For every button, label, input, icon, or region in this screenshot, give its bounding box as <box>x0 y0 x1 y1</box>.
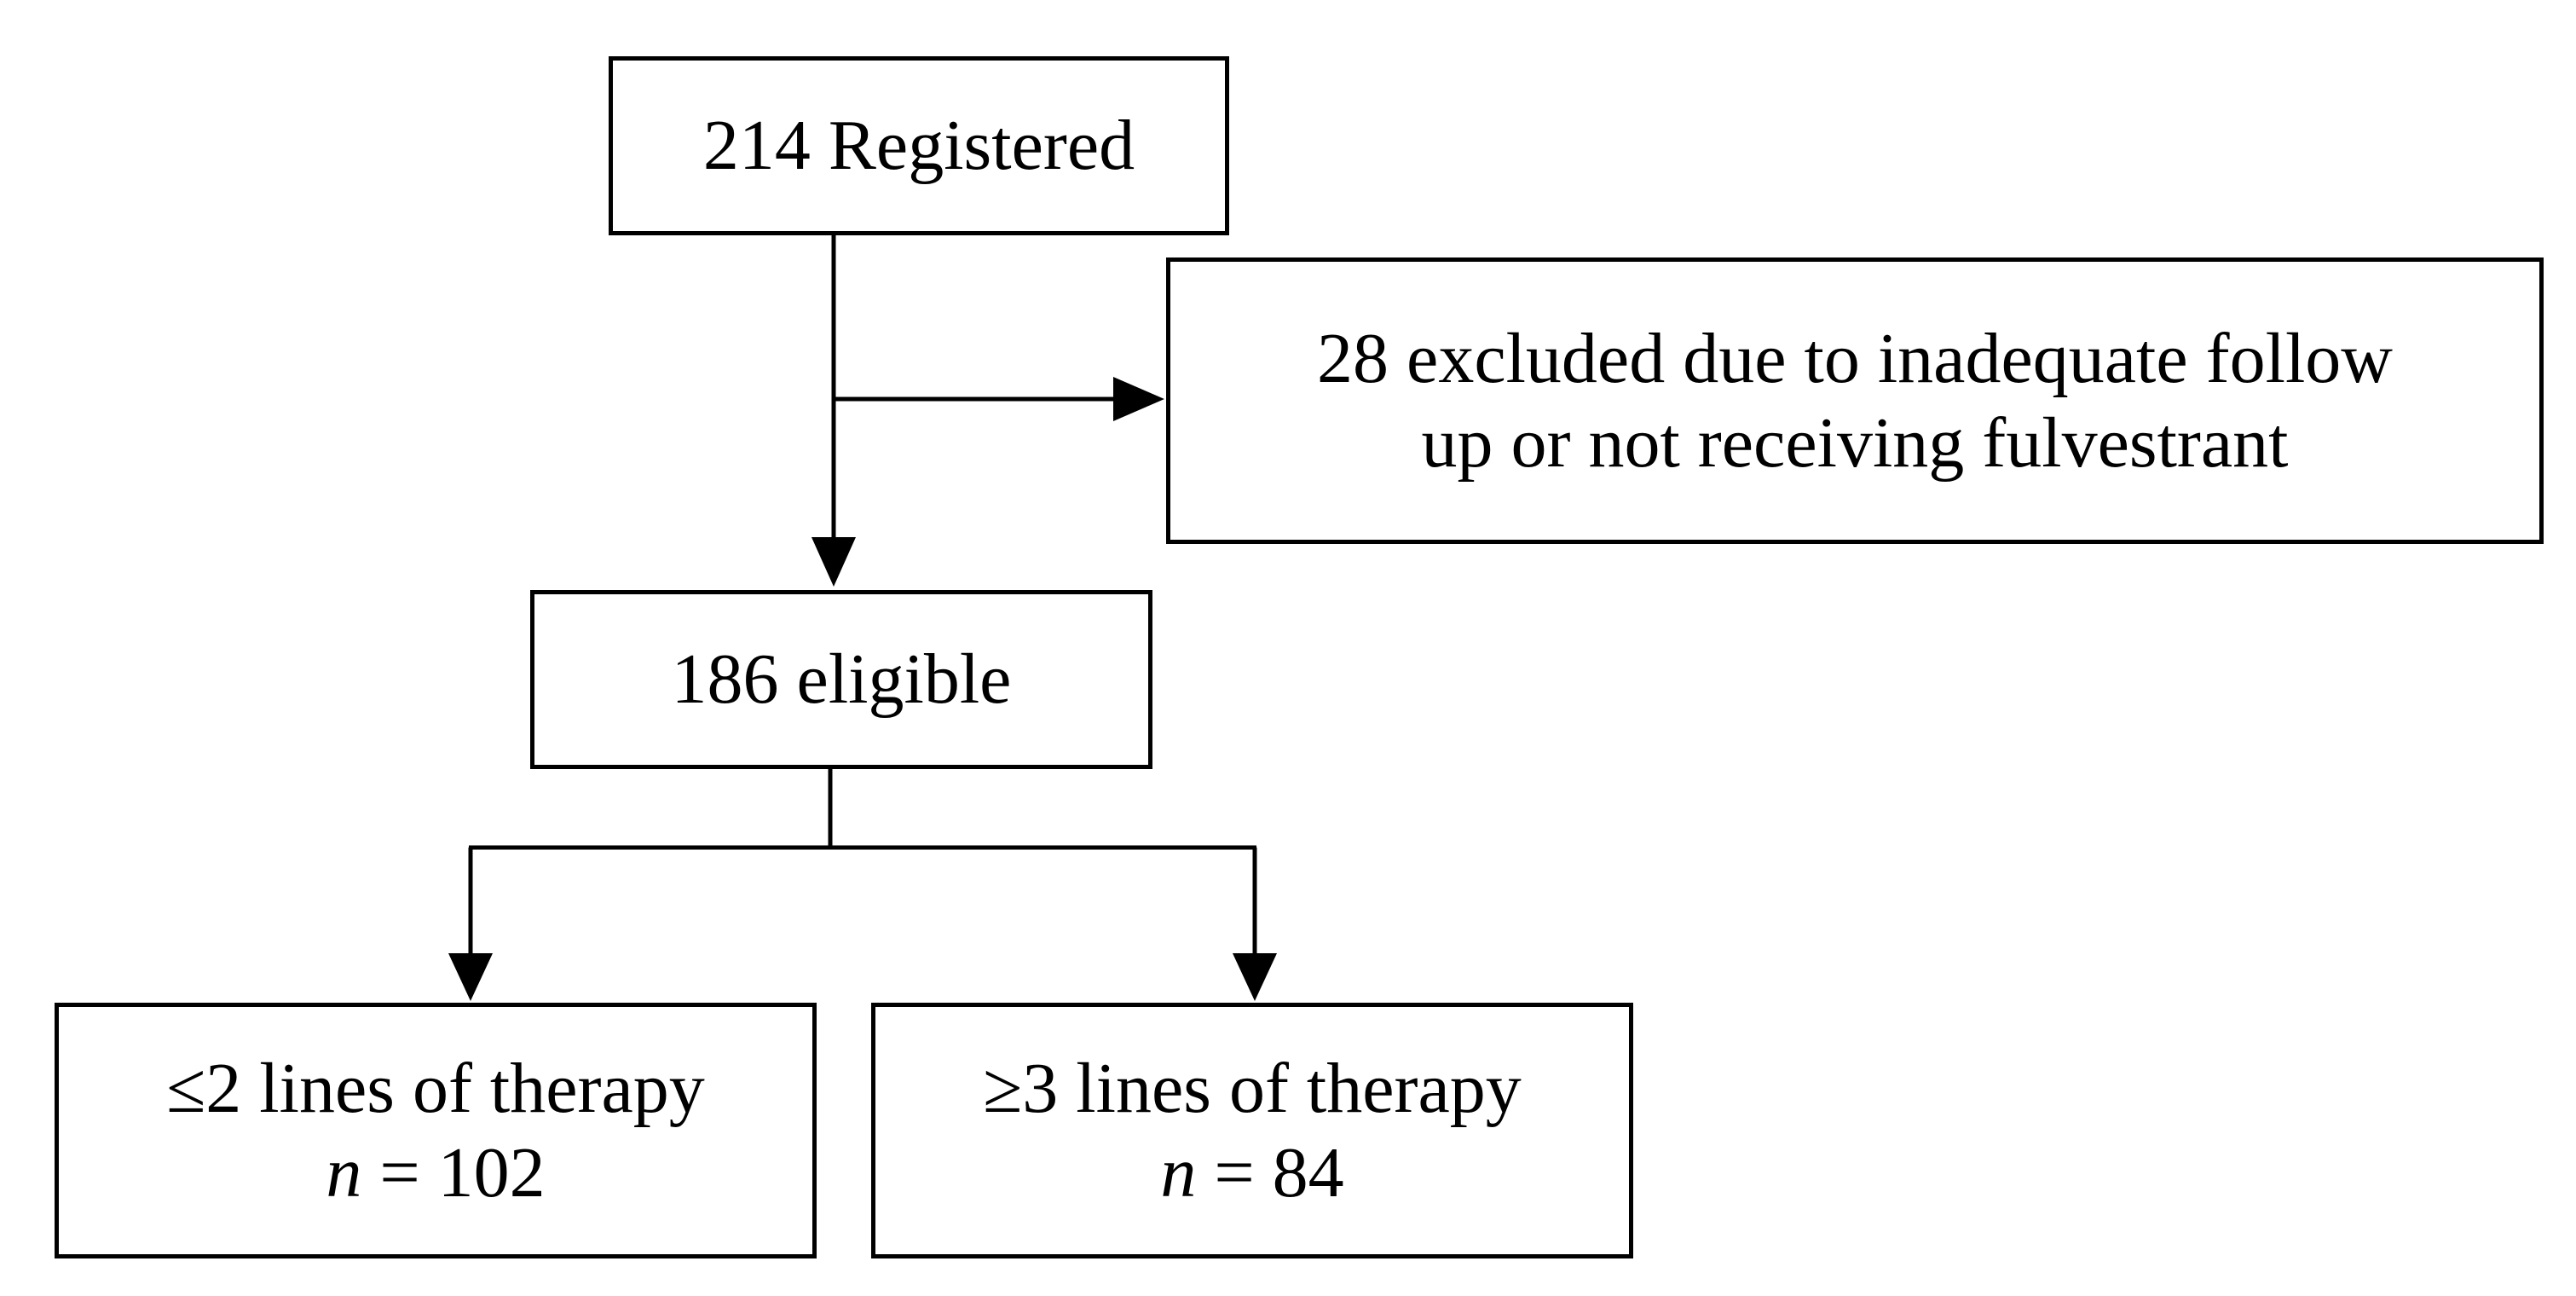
arrowhead-to-high-lines <box>1233 953 1277 1001</box>
low-lines-label: ≤2 lines of therapy <box>166 1048 705 1128</box>
eligible-box: 186 eligible <box>530 590 1152 769</box>
low-lines-box: ≤2 lines of therapy n = 102 <box>55 1003 817 1258</box>
excluded-box: 28 excluded due to inadequate follow up … <box>1166 257 2544 544</box>
low-lines-n-value: = 102 <box>361 1133 546 1212</box>
low-lines-count: n = 102 <box>326 1131 545 1215</box>
arrowhead-to-eligible <box>811 537 856 587</box>
high-lines-box: ≥3 lines of therapy n = 84 <box>871 1003 1633 1258</box>
high-lines-count: n = 84 <box>1160 1131 1343 1215</box>
excluded-label-line1: 28 excluded due to inadequate follow <box>1317 318 2393 398</box>
registered-box: 214 Registered <box>609 56 1229 235</box>
eligible-label: 186 eligible <box>671 639 1012 720</box>
excluded-label-line2: up or not receiving fulvestrant <box>1421 403 2289 483</box>
high-lines-n-value: = 84 <box>1196 1133 1344 1212</box>
arrowhead-to-excluded <box>1113 377 1164 421</box>
arrowhead-to-low-lines <box>448 953 493 1001</box>
low-lines-n-symbol: n <box>326 1133 362 1212</box>
high-lines-n-symbol: n <box>1160 1133 1197 1212</box>
high-lines-label: ≥3 lines of therapy <box>983 1048 1522 1128</box>
registered-label: 214 Registered <box>702 106 1135 186</box>
